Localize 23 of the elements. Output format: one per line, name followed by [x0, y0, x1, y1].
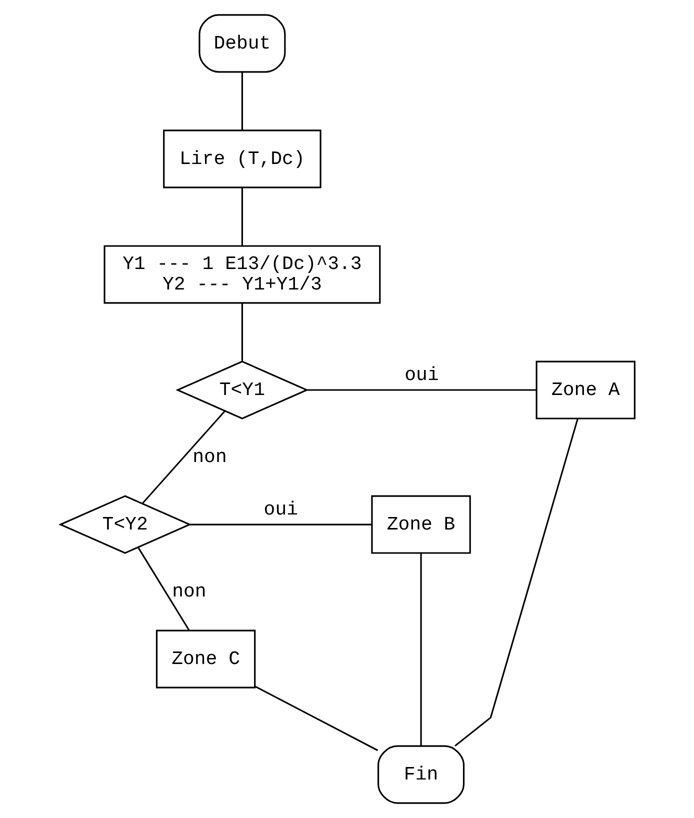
node-box: Fin	[377, 745, 464, 804]
connector	[240, 303, 242, 362]
connector	[240, 188, 242, 246]
connector	[254, 686, 378, 752]
connector	[420, 553, 422, 746]
node-box: Y1 --- 1 E13/(Dc)^3.3 Y2 --- Y1+Y1/3	[103, 245, 380, 304]
edge-label: non	[192, 446, 226, 468]
node-box: Lire (T,Dc)	[162, 130, 321, 188]
node-box: Zone C	[155, 630, 256, 688]
connector	[306, 389, 536, 391]
node-box: Zone B	[370, 495, 470, 554]
connector	[137, 547, 190, 631]
edge-label: non	[172, 580, 206, 603]
node-box: Zone A	[535, 360, 635, 420]
connector	[454, 418, 578, 747]
node-box: Debut	[198, 14, 286, 73]
edge-label: oui	[263, 498, 298, 520]
edge-label: oui	[404, 364, 438, 386]
node-diamond: T<Y2	[58, 495, 192, 554]
node-diamond: T<Y1	[175, 360, 308, 420]
connector	[190, 524, 372, 526]
connector	[240, 72, 242, 130]
connector	[141, 410, 225, 504]
